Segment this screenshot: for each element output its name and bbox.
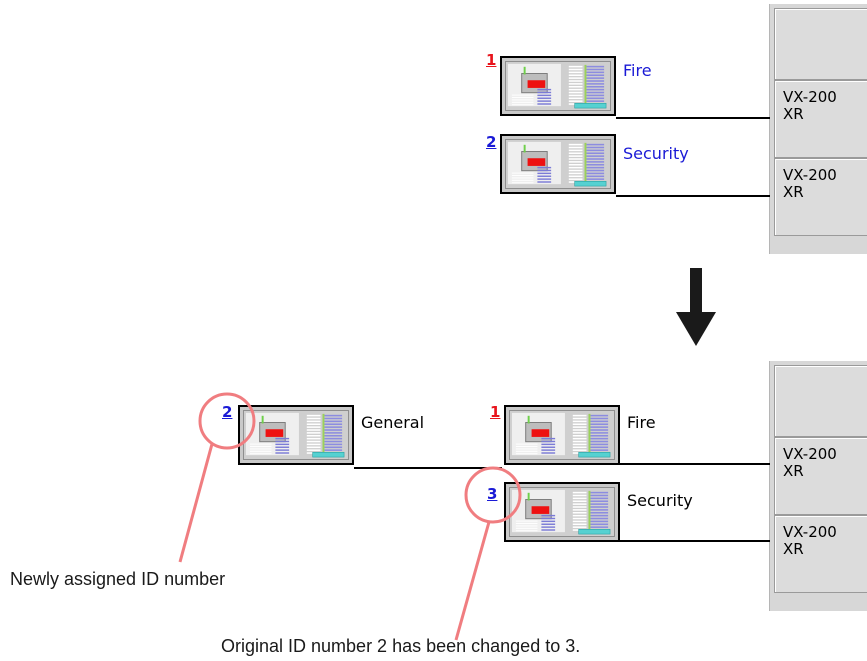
module-graphic-icon	[511, 489, 611, 535]
module-graphic-icon	[511, 412, 611, 458]
device-module-icon[interactable]	[504, 482, 620, 542]
slot-label: VX-200 XR	[783, 88, 837, 123]
module-name-general[interactable]: General	[361, 413, 425, 432]
panel-slot-vx200xr[interactable]: VX-200 XR	[774, 158, 867, 236]
device-panel-bottom: VX-200 XR VX-200 XR	[769, 361, 867, 611]
pointer-line-changed-id	[454, 521, 491, 641]
device-module-icon[interactable]	[238, 405, 354, 465]
panel-slot-header	[774, 8, 867, 80]
panel-slot-header	[774, 365, 867, 437]
slot-label: VX-200 XR	[783, 523, 837, 558]
panel-slot-vx200xr[interactable]: VX-200 XR	[774, 437, 867, 515]
panel-slot-vx200xr[interactable]: VX-200 XR	[774, 515, 867, 593]
module-id-security[interactable]: 2	[486, 133, 497, 151]
slot-label: VX-200 XR	[783, 445, 837, 480]
module-graphic-icon	[507, 63, 607, 109]
connection-line	[620, 540, 770, 542]
highlight-circle-new-id	[198, 392, 256, 450]
connection-line	[354, 467, 502, 469]
device-module-icon[interactable]	[500, 56, 616, 116]
module-graphic-icon	[507, 141, 607, 187]
down-arrow-icon	[676, 268, 716, 346]
module-name-security[interactable]: Security	[623, 144, 689, 163]
device-panel-top: VX-200 XR VX-200 XR	[769, 4, 867, 254]
slot-label: VX-200 XR	[783, 166, 837, 201]
caption-new-id: Newly assigned ID number	[10, 569, 226, 589]
module-id-fire[interactable]: 1	[486, 51, 497, 69]
module-body	[505, 61, 611, 111]
highlight-circle-changed-id	[464, 466, 522, 524]
caption-changed-id: Original ID number 2 has been changed to…	[221, 636, 581, 656]
connection-line	[616, 117, 770, 119]
module-body	[509, 410, 615, 460]
module-body	[243, 410, 349, 460]
panel-slot-vx200xr[interactable]: VX-200 XR	[774, 80, 867, 158]
module-graphic-icon	[245, 412, 345, 458]
connection-line	[620, 463, 770, 465]
module-id-general[interactable]: 2	[222, 403, 233, 421]
device-module-icon[interactable]	[504, 405, 620, 465]
module-name-fire[interactable]: Fire	[623, 61, 652, 80]
module-name-security[interactable]: Security	[627, 491, 693, 510]
module-body	[505, 139, 611, 189]
module-name-fire[interactable]: Fire	[627, 413, 656, 432]
module-id-fire[interactable]: 1	[490, 403, 501, 421]
pointer-line-new-id	[178, 443, 214, 563]
module-body	[509, 487, 615, 537]
device-module-icon[interactable]	[500, 134, 616, 194]
module-id-security[interactable]: 3	[487, 485, 498, 503]
connection-line	[616, 195, 770, 197]
